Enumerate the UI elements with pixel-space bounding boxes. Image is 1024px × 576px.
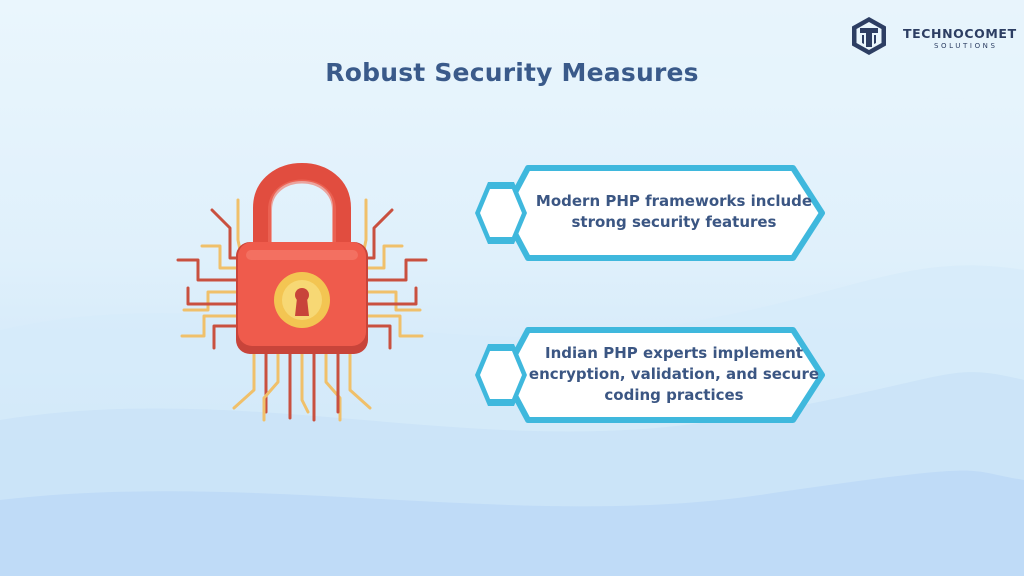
brand-logo[interactable]: TECHNOCOMET SOLUTIONS [849,14,1019,58]
feature-card-experts: Indian PHP experts implement encryption,… [468,325,828,425]
hexagon-card-frame [475,327,825,423]
hexagon-card-frame [475,165,825,261]
hexagon-t-logo-icon [852,17,886,55]
feature-card-frameworks: Modern PHP frameworks include strong sec… [468,163,828,263]
feature-text: Modern PHP frameworks include strong sec… [535,192,813,231]
brand-name: TECHNOCOMET [903,26,1017,41]
brand-tagline: SOLUTIONS [934,42,998,50]
page-title: Robust Security Measures [325,58,699,87]
feature-text: Indian PHP experts implement encryption,… [528,343,820,404]
padlock-circuit-icon [176,163,428,422]
